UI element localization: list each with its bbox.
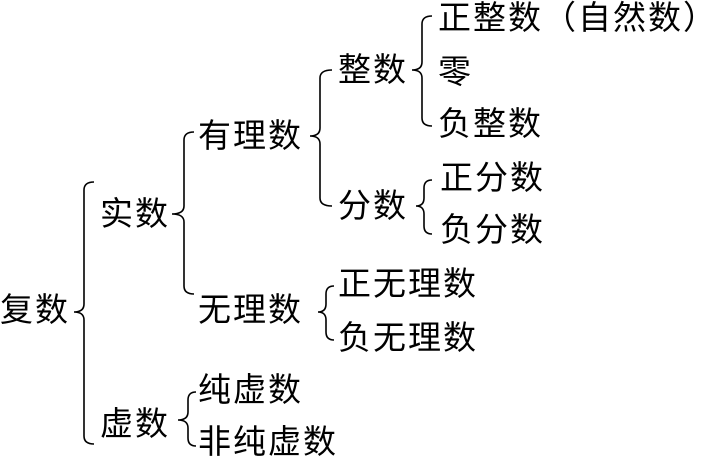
brace-complex [73, 181, 95, 445]
brace-fraction [415, 179, 433, 235]
brace-imaginary [177, 391, 197, 447]
label-positive-integers: 正整数（自然数） [438, 0, 708, 37]
label-zero: 零 [438, 52, 473, 91]
label-imaginary-numbers: 虚数 [100, 404, 170, 443]
brace-real [171, 131, 195, 295]
brace-rational [309, 69, 333, 207]
label-pure-imaginary: 纯虚数 [198, 370, 303, 409]
label-negative-irrationals: 负无理数 [338, 318, 478, 357]
label-complex-numbers: 复数 [0, 290, 70, 329]
brace-integer [411, 15, 433, 127]
label-integers: 整数 [338, 50, 408, 89]
label-irrational-numbers: 无理数 [198, 290, 303, 329]
label-real-numbers: 实数 [100, 194, 170, 233]
brace-irrational [317, 285, 335, 341]
label-non-pure-imaginary: 非纯虚数 [198, 422, 338, 460]
label-rational-numbers: 有理数 [198, 116, 303, 155]
label-negative-fractions: 负分数 [440, 210, 545, 249]
label-negative-integers: 负整数 [438, 104, 543, 143]
label-fractions: 分数 [338, 186, 408, 225]
label-positive-irrationals: 正无理数 [338, 264, 478, 303]
label-positive-fractions: 正分数 [440, 158, 545, 197]
